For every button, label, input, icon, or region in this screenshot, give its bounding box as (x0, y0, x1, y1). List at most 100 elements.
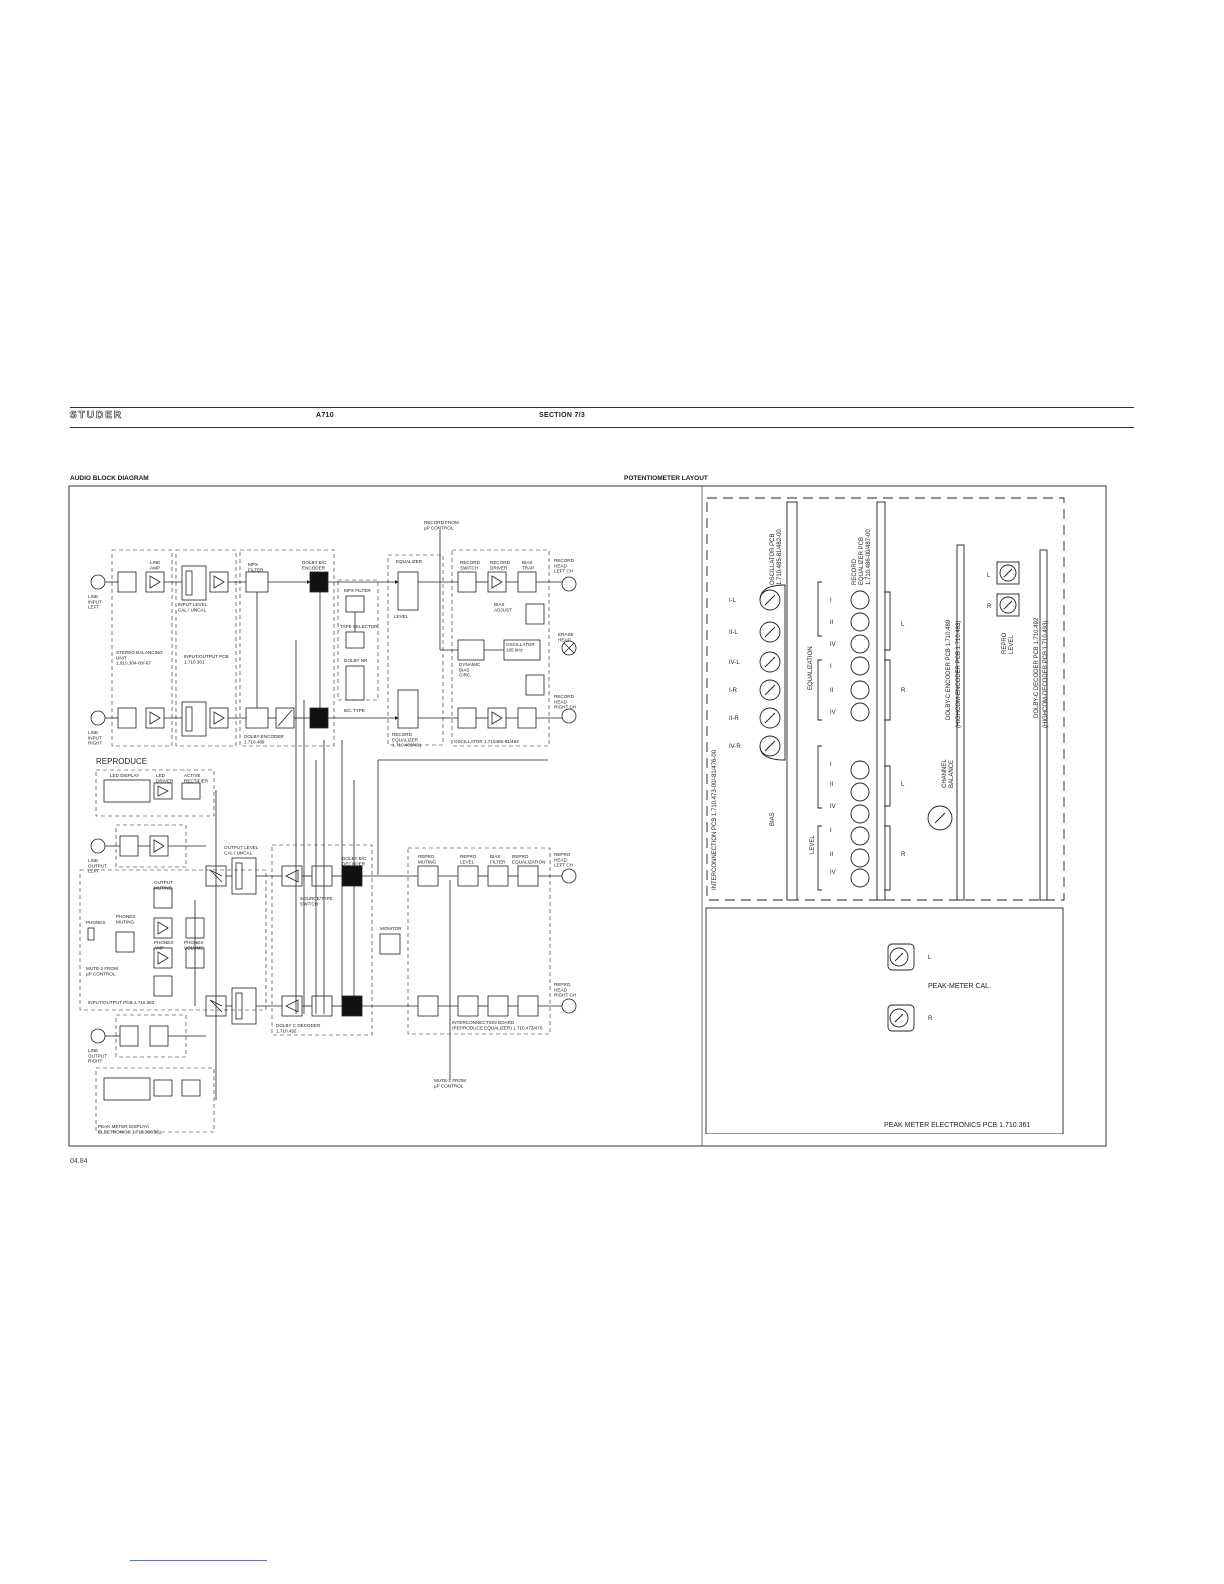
bias-label-1: II-L (729, 630, 738, 636)
phones-label: PHONES (86, 920, 105, 925)
audio-block-diagram-title: AUDIO BLOCK DIAGRAM (70, 475, 149, 482)
peak-meter-cal-r-pot-icon (887, 1004, 915, 1032)
dolby-encoder-pcb-label: DOLBY-C ENCODER PCB 1.710.489 (946, 619, 952, 720)
oscillator-pcb-label: OSCILLATOR PCB1.710.485-81/482-00 (770, 529, 783, 585)
dolby-nr-label: DOLBY NR (344, 658, 368, 663)
dolby-encoder-box (239, 549, 335, 747)
repro-level-label: REPROLEVEL (1002, 632, 1015, 654)
repro-level-l-pot-icon (996, 561, 1020, 585)
section-label: SECTION 7/3 (539, 412, 586, 419)
bias-label-4: II-R (729, 716, 739, 722)
repro-head-right-icon (561, 998, 577, 1014)
mpx-filter-switch-label: MPX FILTER (344, 588, 371, 593)
dolby-encoder-left-icon (309, 571, 329, 593)
eq-label-0: I (830, 598, 832, 604)
interconnection-board-label: INTERCONNECTION BOARD(REPRODUCE EQUALIZE… (452, 1020, 543, 1030)
erase-head-icon (561, 640, 577, 656)
bias-label-3: I-R (729, 688, 738, 694)
peak-meter-pcb-box (705, 907, 1064, 1134)
record-equalizer-pcb-label: RECORDEQUALIZER PCB1.710.486-00/487-00 (852, 529, 872, 585)
record-equalizer-box (387, 554, 444, 746)
eq-label-1: II (830, 620, 834, 626)
interconnection-pcb-label: INTERCONNECTION PCB 1.710.473-00/-81/476… (712, 749, 718, 890)
level-label-4: II (830, 852, 834, 858)
repro-r-label: R (987, 604, 992, 610)
equalization-label: EQUALIZATION (808, 646, 814, 690)
bias-label-5: IV-R (729, 744, 741, 750)
repro-level-r-pot-icon (996, 593, 1020, 617)
io-pcb2-label: INPUT/OUTPUT PCB 1.710.362 (88, 1000, 155, 1005)
level-label-0: I (830, 762, 832, 768)
interconnection-board-box (407, 847, 551, 1035)
highcom-decoder-pcb-label: (HIGHCOM-DECODER PCB 1.710.493) (1043, 621, 1049, 728)
stereo-balancing-box (111, 549, 173, 747)
pot-upper-box (706, 497, 1065, 901)
monitor-switch-icon (379, 933, 401, 955)
transformer-left-icon (117, 571, 137, 593)
dolby-encoder-right-icon (309, 707, 329, 729)
peak-r-label: R (928, 1016, 933, 1022)
highcom-encoder-pcb-label: (HIGHCOM-ENCODER PCB 1.710.483) (956, 621, 962, 728)
eq-label-4: II (830, 688, 834, 694)
dolby-decoder-right-icon (341, 995, 363, 1017)
dolby-decoder-box (271, 844, 373, 1036)
level-label-2: IV (830, 804, 836, 810)
peak-meter-label: PEAK METER DISPLAY/ELECTRONICS 1.710.360… (98, 1124, 162, 1134)
level-label: LEVEL (810, 835, 816, 854)
peak-meter-display-icon (103, 1077, 151, 1101)
record-head-right-icon (561, 708, 577, 724)
level-label-5: IV (830, 870, 836, 876)
peak-meter-box (95, 1067, 215, 1133)
led-display-box (95, 769, 215, 817)
level-l-label: L (901, 782, 905, 788)
brand-logo: STUDER (70, 410, 124, 422)
xlr-input-left-icon (90, 574, 106, 590)
eq-r-label: R (901, 688, 906, 694)
repro-l-label: L (987, 573, 991, 579)
peak-meter-cal-label: PEAK-METER CAL. (928, 983, 991, 990)
date-footer: 04.84 (70, 1158, 88, 1165)
outer-frame (68, 485, 1107, 1147)
dolby-decoder-left-icon (341, 865, 363, 887)
eq-label-3: I (830, 664, 832, 670)
channel-balance-label: CHANNELBALANCE (942, 759, 955, 788)
equalizer-label: EQUALIZER (396, 559, 423, 564)
io-pcb2-box (79, 869, 267, 1011)
xlr-input-right-icon (90, 710, 106, 726)
model-label: A710 (316, 412, 334, 419)
repro-head-left-icon (561, 868, 577, 884)
led-display-label: LED DISPLAY (110, 773, 139, 778)
eq-l-label: L (901, 622, 905, 628)
